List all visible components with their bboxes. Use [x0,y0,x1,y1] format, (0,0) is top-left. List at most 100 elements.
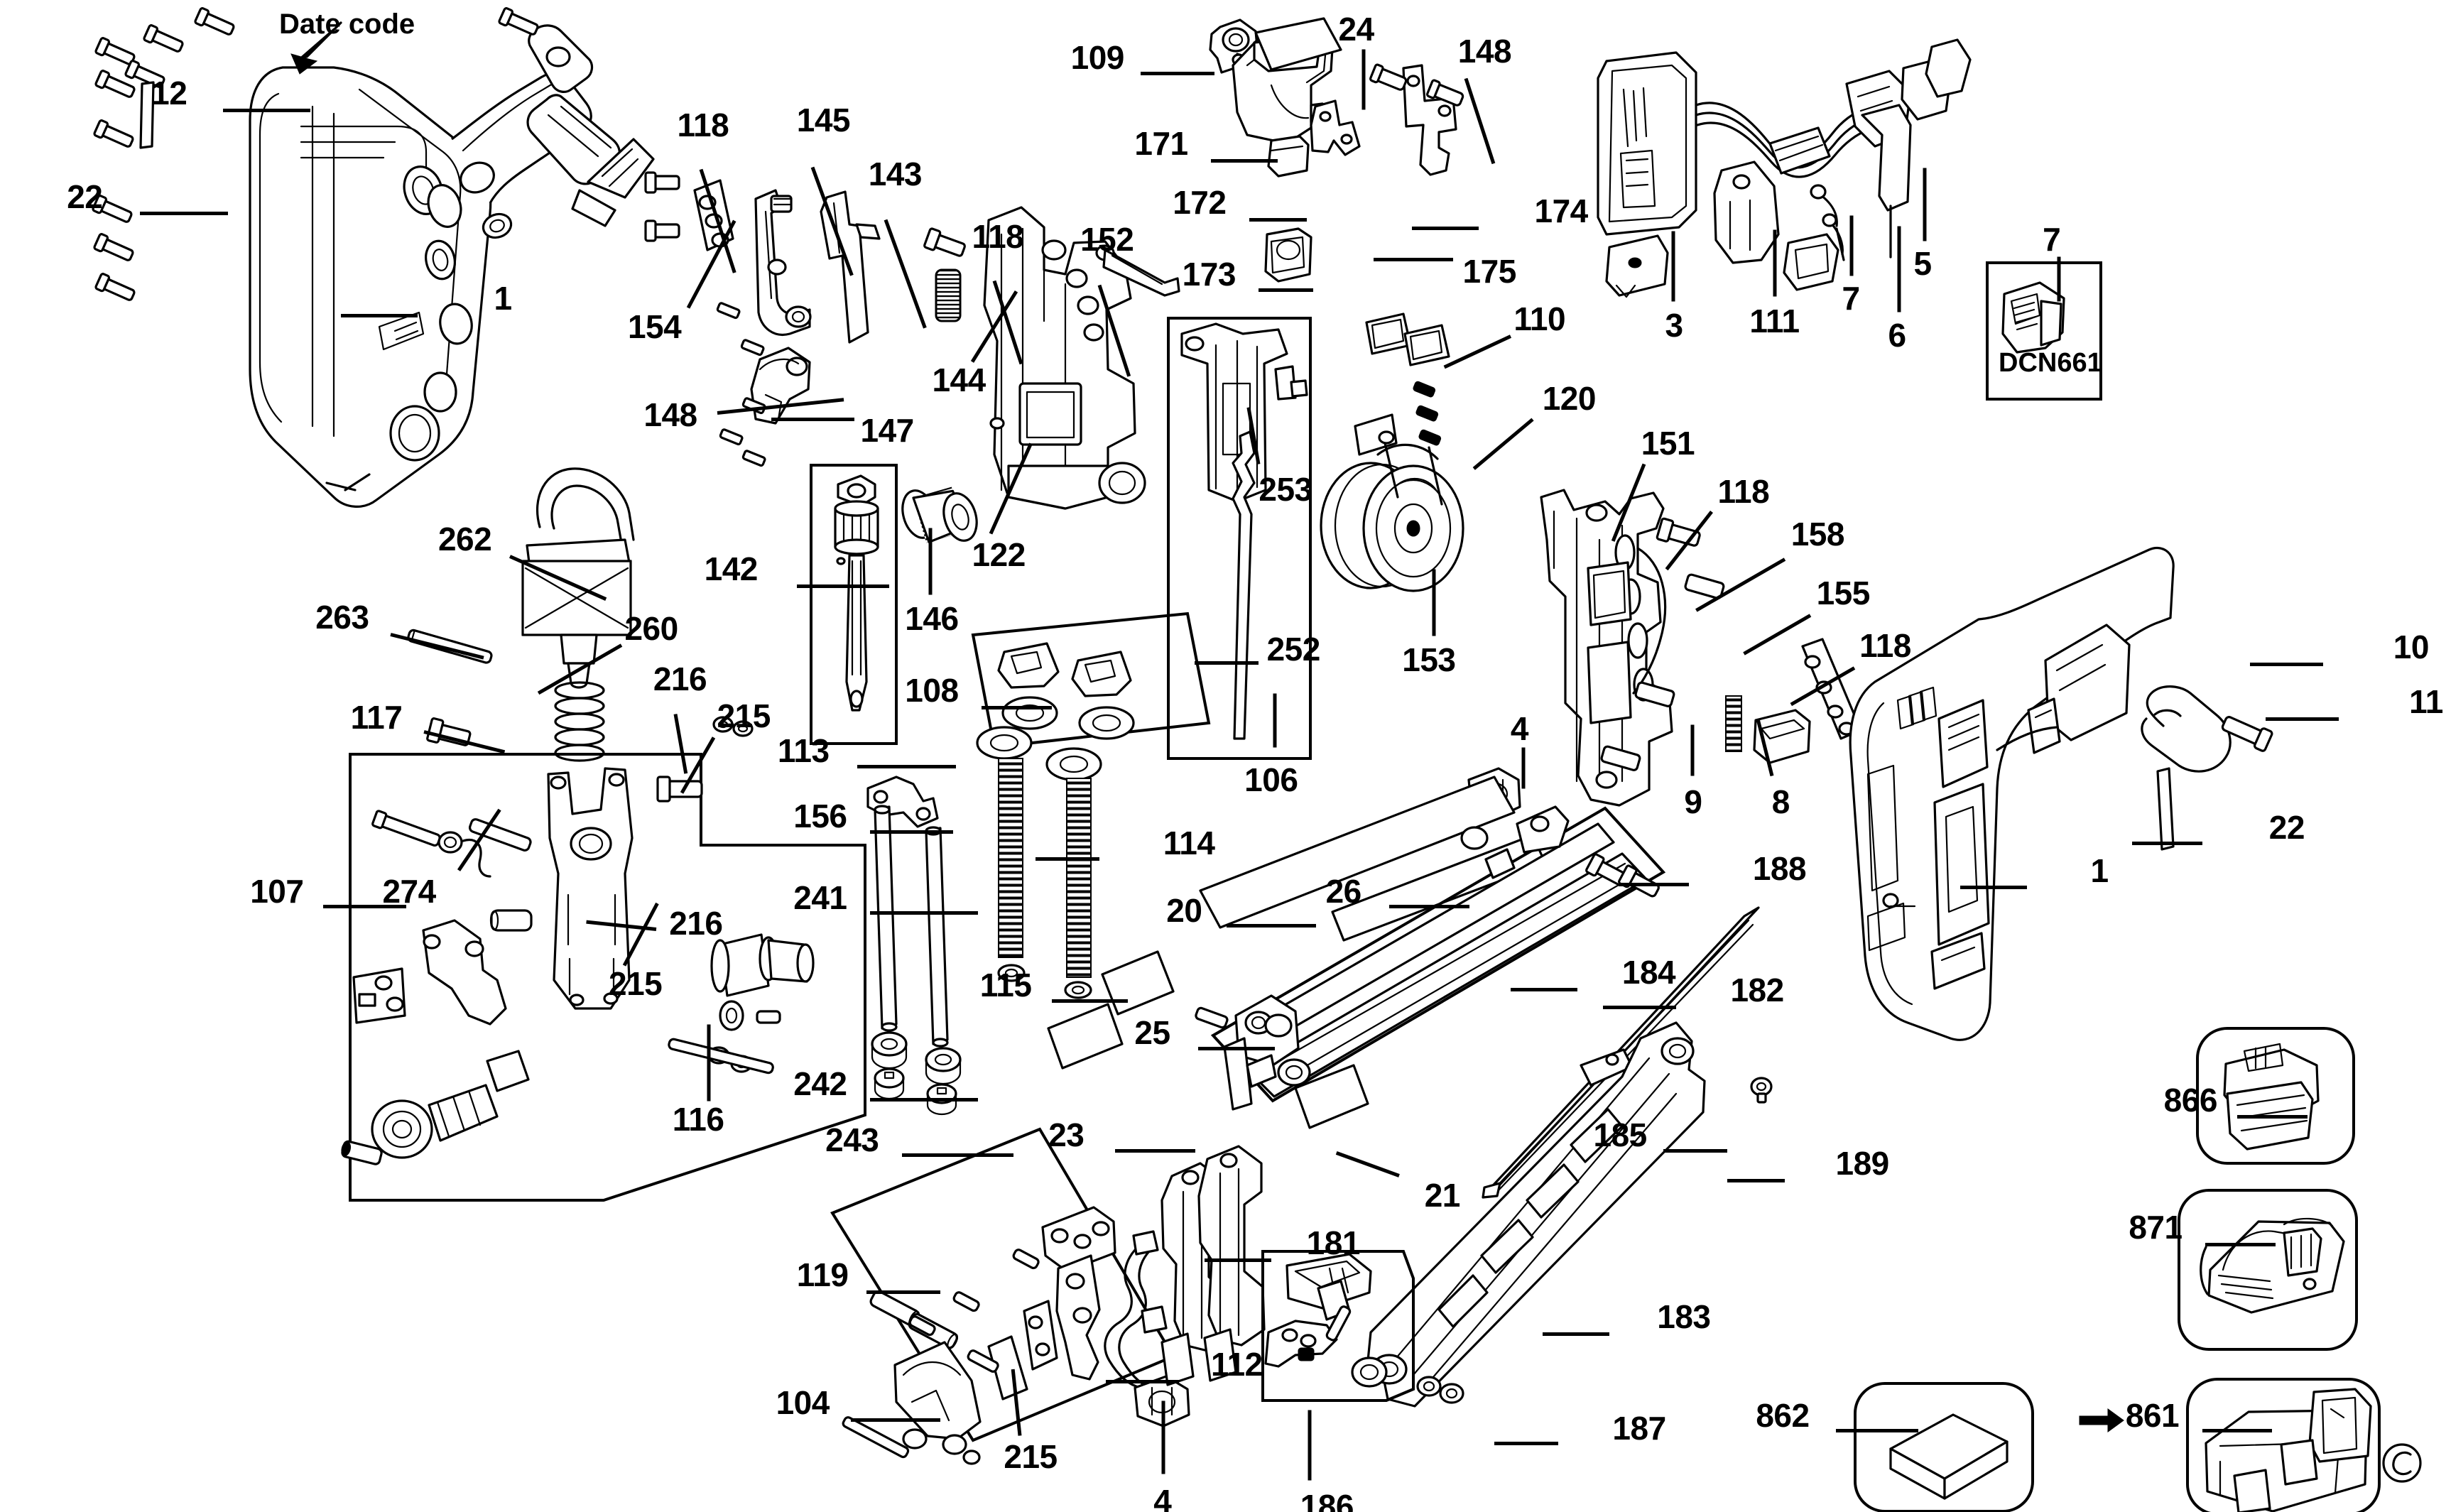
callout-number-118: 118 [972,217,1024,255]
callout-number-26: 26 [1325,872,1362,910]
callout-number-12: 12 [151,74,187,112]
callout-number-188: 188 [1752,850,1807,888]
callout-number-171: 171 [1134,125,1188,163]
callout-number-4: 4 [1510,709,1529,747]
leader-line [1051,999,1129,1003]
callout-number-184: 184 [1621,954,1676,991]
leader-line [1411,226,1479,230]
right-housing-art [1849,546,2273,1041]
callout-number-116: 116 [672,1100,724,1138]
callout-number-243: 243 [825,1121,879,1158]
callout-number-7: 7 [1842,280,1860,317]
callout-number-215: 215 [1004,1438,1058,1476]
callout-number-118: 118 [677,106,729,143]
leader-line [1361,49,1366,111]
detail-107-art [341,753,866,1202]
dcn661-model-label: DCN661 [1999,348,2102,378]
main-frame-art [923,206,1180,510]
callout-number-6: 6 [1888,316,1907,354]
callout-number-109: 109 [1070,39,1125,77]
callout-number-118: 118 [1717,472,1770,510]
callout-number-147: 147 [860,412,914,450]
leader-line [869,830,953,834]
detail-186-art [1261,1250,1415,1402]
callout-number-1: 1 [2090,852,2109,889]
callout-number-113: 113 [777,732,830,770]
leader-line [2236,1115,2308,1119]
leader-line [1195,661,1259,665]
date-code-annotation: Date code [279,9,415,40]
leader-line [341,313,418,317]
leader-line [1727,1179,1785,1183]
callout-number-148: 148 [643,396,697,433]
leader-line [1115,1148,1195,1153]
callout-number-187: 187 [1612,1409,1666,1447]
callout-number-112: 112 [1211,1346,1263,1383]
callout-number-862: 862 [1756,1396,1810,1434]
callout-number-143: 143 [868,156,923,193]
leader-line [851,1418,940,1422]
callout-number-119: 119 [796,1256,849,1294]
callout-number-22: 22 [67,178,103,215]
leader-line [2057,256,2061,302]
callout-number-24: 24 [1338,10,1375,48]
leader-line [1141,71,1214,75]
callout-number-153: 153 [1402,641,1456,679]
solenoid-assembly-art [407,467,754,762]
callout-number-22: 22 [2268,808,2305,846]
callout-number-260: 260 [624,609,678,647]
callout-number-120: 120 [1542,380,1597,418]
callout-number-189: 189 [1835,1145,1890,1182]
callout-number-173: 173 [1182,256,1236,293]
callout-number-262: 262 [437,520,492,558]
callout-number-174: 174 [1534,192,1588,229]
callout-number-252: 252 [1266,630,1321,668]
callout-number-106: 106 [1244,761,1298,798]
leader-line [1205,1258,1272,1263]
callout-number-215: 215 [609,964,663,1002]
leader-line [1897,226,1901,312]
leader-line [1959,886,2027,890]
callout-number-5: 5 [1913,244,1932,282]
leader-line [1259,288,1313,293]
leader-line [1036,857,1099,861]
callout-number-1: 1 [494,280,512,317]
leader-line [1773,229,1777,297]
leader-line [1273,693,1277,748]
callout-number-8: 8 [1771,783,1790,821]
leader-line [707,1024,711,1102]
callout-number-155: 155 [1816,575,1871,612]
leader-line [2205,1242,2276,1246]
control-module-art [1597,38,1972,298]
warning-labels-art [1047,776,1547,1129]
callout-number-114: 114 [1163,825,1215,862]
callout-number-216: 216 [653,660,707,698]
leader-line [771,417,854,421]
callout-number-23: 23 [1048,1116,1085,1153]
callout-number-151: 151 [1641,425,1695,462]
callout-number-175: 175 [1462,252,1517,290]
leader-line [857,764,957,768]
leader-line [2131,841,2202,845]
callout-number-861: 861 [2125,1396,2180,1434]
leader-line [323,905,407,909]
flywheel-art [1320,312,1464,592]
callout-number-146: 146 [905,600,959,638]
callout-number-216: 216 [669,904,723,942]
callout-number-3: 3 [1665,307,1683,344]
contact-rod-art [866,776,962,1116]
accessories-art [1854,261,2422,1512]
callout-number-181: 181 [1306,1224,1361,1262]
part-146-art [901,486,978,543]
callout-number-274: 274 [382,872,436,910]
nosepiece-bracket-art [1467,489,1862,820]
leader-line [2249,663,2324,667]
detail-104-art [830,1127,1190,1465]
leader-line [901,1153,1013,1158]
leader-line [1432,569,1436,636]
leader-line [1663,1148,1727,1153]
leader-line [1835,1429,1919,1433]
callout-number-104: 104 [776,1383,830,1421]
callout-number-11: 11 [2409,682,2443,720]
